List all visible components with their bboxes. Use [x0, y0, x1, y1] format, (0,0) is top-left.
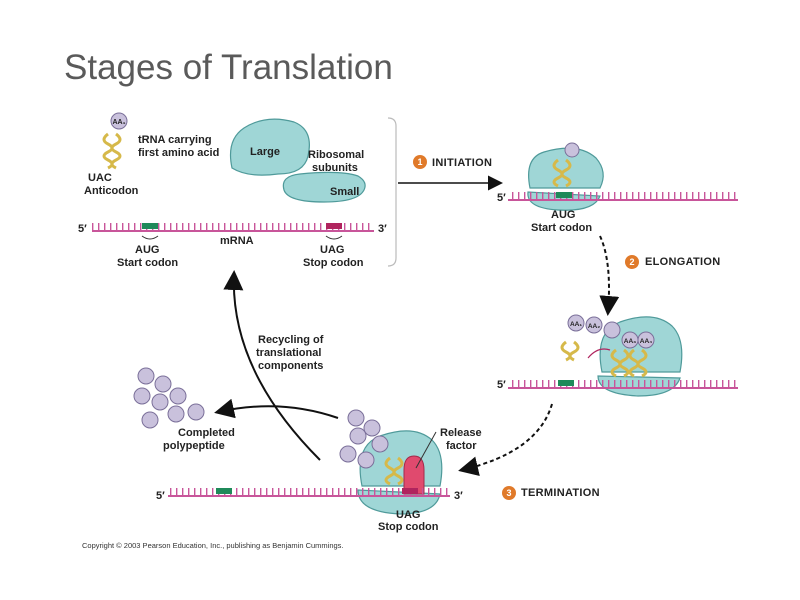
aa1-label: AA₁	[112, 119, 125, 126]
term-start-codon-mark	[216, 488, 232, 494]
copyright-text: Copyright © 2003 Pearson Education, Inc.…	[82, 541, 344, 550]
stop-codon-mark	[326, 223, 342, 229]
trna-label: tRNA carrying	[138, 134, 212, 146]
small-subunit	[282, 171, 366, 203]
mrna-strand-termination	[168, 488, 450, 497]
release-label-1: Release	[440, 427, 482, 439]
init-aug-label: AUG	[551, 209, 575, 221]
init-5prime-label: 5′	[497, 192, 506, 204]
elongation-ribosome	[560, 314, 683, 397]
mrna-5prime-label: 5′	[78, 223, 87, 235]
large-subunit	[229, 118, 310, 176]
stop-codon-label: Stop codon	[303, 257, 364, 269]
stage-1-number: 1	[417, 157, 422, 167]
mrna-3prime-label: 3′	[378, 223, 387, 235]
large-label: Large	[250, 146, 280, 158]
stage-2-badge	[625, 255, 639, 269]
arrow-to-polypeptide	[214, 398, 339, 419]
components-bracket	[387, 117, 397, 267]
arrow-to-elongation	[599, 235, 620, 316]
stage-3-badge	[502, 486, 516, 500]
uag-label: UAG	[320, 244, 344, 256]
stage-1-label: INITIATION	[432, 157, 492, 169]
stage-1-badge	[413, 155, 427, 169]
release-factor-pointer	[415, 431, 437, 469]
elong-aa1-label: AA₁	[570, 321, 582, 328]
mrna-label: mRNA	[220, 235, 254, 247]
anticodon-seq-label: UAC	[88, 172, 112, 184]
stage-3-number: 3	[506, 488, 511, 498]
trna-molecule	[102, 132, 122, 170]
small-label: Small	[330, 186, 359, 198]
initiation-ribosome	[527, 142, 604, 211]
start-codon-label: Start codon	[117, 257, 178, 269]
term-3prime-label: 3′	[454, 490, 463, 502]
mrna-strand-components	[92, 223, 374, 232]
term-stop-codon-mark	[402, 488, 418, 494]
completed-polypeptide	[133, 367, 205, 429]
anticodon-label: Anticodon	[84, 185, 139, 197]
subunits-label: subunits	[312, 162, 358, 174]
mrna-strand-initiation	[508, 192, 738, 201]
arrow-to-termination	[458, 403, 553, 477]
term-uag-label: UAG	[396, 509, 420, 521]
recycling-label-1: Recycling of	[258, 334, 324, 346]
stage-3-label: TERMINATION	[521, 487, 600, 499]
stage-2-number: 2	[629, 257, 634, 267]
aug-label: AUG	[135, 244, 159, 256]
term-5prime-label: 5′	[156, 490, 165, 502]
completed-label-2: polypeptide	[163, 440, 225, 452]
elong-5prime-label: 5′	[497, 379, 506, 391]
mrna-strand-elongation	[508, 380, 738, 389]
slide-title: Stages of Translation	[64, 48, 393, 87]
stage-2-label: ELONGATION	[645, 256, 721, 268]
elong-aa3-label: AA₃	[624, 338, 636, 345]
termination-ribosome	[339, 409, 443, 515]
init-start-codon-mark	[556, 192, 572, 198]
amino-acid-1	[110, 112, 128, 130]
completed-label-1: Completed	[178, 427, 235, 439]
elong-aa4-label: AA₄	[640, 338, 653, 345]
recycling-label-3: components	[258, 360, 323, 372]
elong-aa2-label: AA₂	[588, 323, 600, 330]
release-label-2: factor	[446, 440, 477, 452]
release-factor	[403, 455, 425, 495]
init-start-codon-label: Start codon	[531, 222, 592, 234]
recycling-label-2: translational	[256, 347, 321, 359]
start-codon-mark	[142, 223, 158, 229]
arrow-recycling	[223, 270, 321, 461]
trna-label-2: first amino acid	[138, 147, 219, 159]
elong-start-codon-mark	[558, 380, 574, 386]
term-stop-codon-label: Stop codon	[378, 521, 439, 533]
ribosomal-label: Ribosomal	[308, 149, 364, 161]
